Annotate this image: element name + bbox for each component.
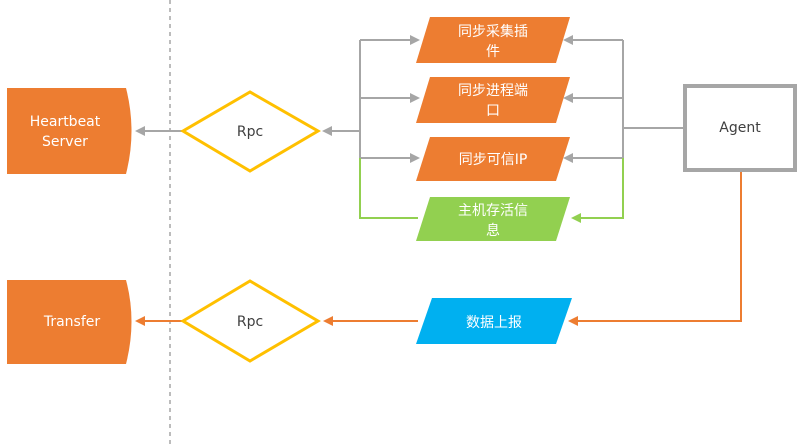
host-alive-label-2: 息 — [486, 222, 500, 239]
top-connectors — [135, 35, 685, 163]
heartbeat-label-2: Server — [42, 134, 88, 150]
sync-ports-label-1: 同步进程端 — [458, 83, 528, 99]
sync-ip-node: 同步可信IP — [416, 137, 570, 181]
transfer-label: Transfer — [43, 314, 101, 330]
agent-node: Agent — [683, 84, 797, 172]
agent-label: Agent — [719, 120, 761, 136]
host-alive-node: 主机存活信 息 — [416, 197, 570, 241]
rpc-bottom-node: Rpc — [180, 279, 321, 363]
rpc-top-node: Rpc — [180, 90, 321, 173]
heartbeat-server-node: Heartbeat Server — [7, 88, 132, 174]
data-report-label: 数据上报 — [466, 315, 522, 331]
sync-plugins-node: 同步采集插 件 — [416, 17, 570, 63]
sync-ip-label: 同步可信IP — [459, 152, 528, 168]
rpc-bottom-label: Rpc — [237, 314, 263, 330]
sync-ports-node: 同步进程端 口 — [416, 77, 570, 123]
sync-plugins-label-2: 件 — [486, 44, 500, 60]
heartbeat-label-1: Heartbeat — [30, 114, 101, 130]
host-alive-label-1: 主机存活信 — [458, 203, 528, 219]
data-report-node: 数据上报 — [416, 298, 572, 344]
transfer-node: Transfer — [7, 280, 132, 364]
sync-ports-label-2: 口 — [486, 103, 500, 119]
sync-plugins-label-1: 同步采集插 — [458, 23, 528, 40]
bottom-connectors — [135, 171, 742, 326]
green-connectors — [359, 158, 624, 223]
rpc-top-label: Rpc — [237, 124, 263, 140]
